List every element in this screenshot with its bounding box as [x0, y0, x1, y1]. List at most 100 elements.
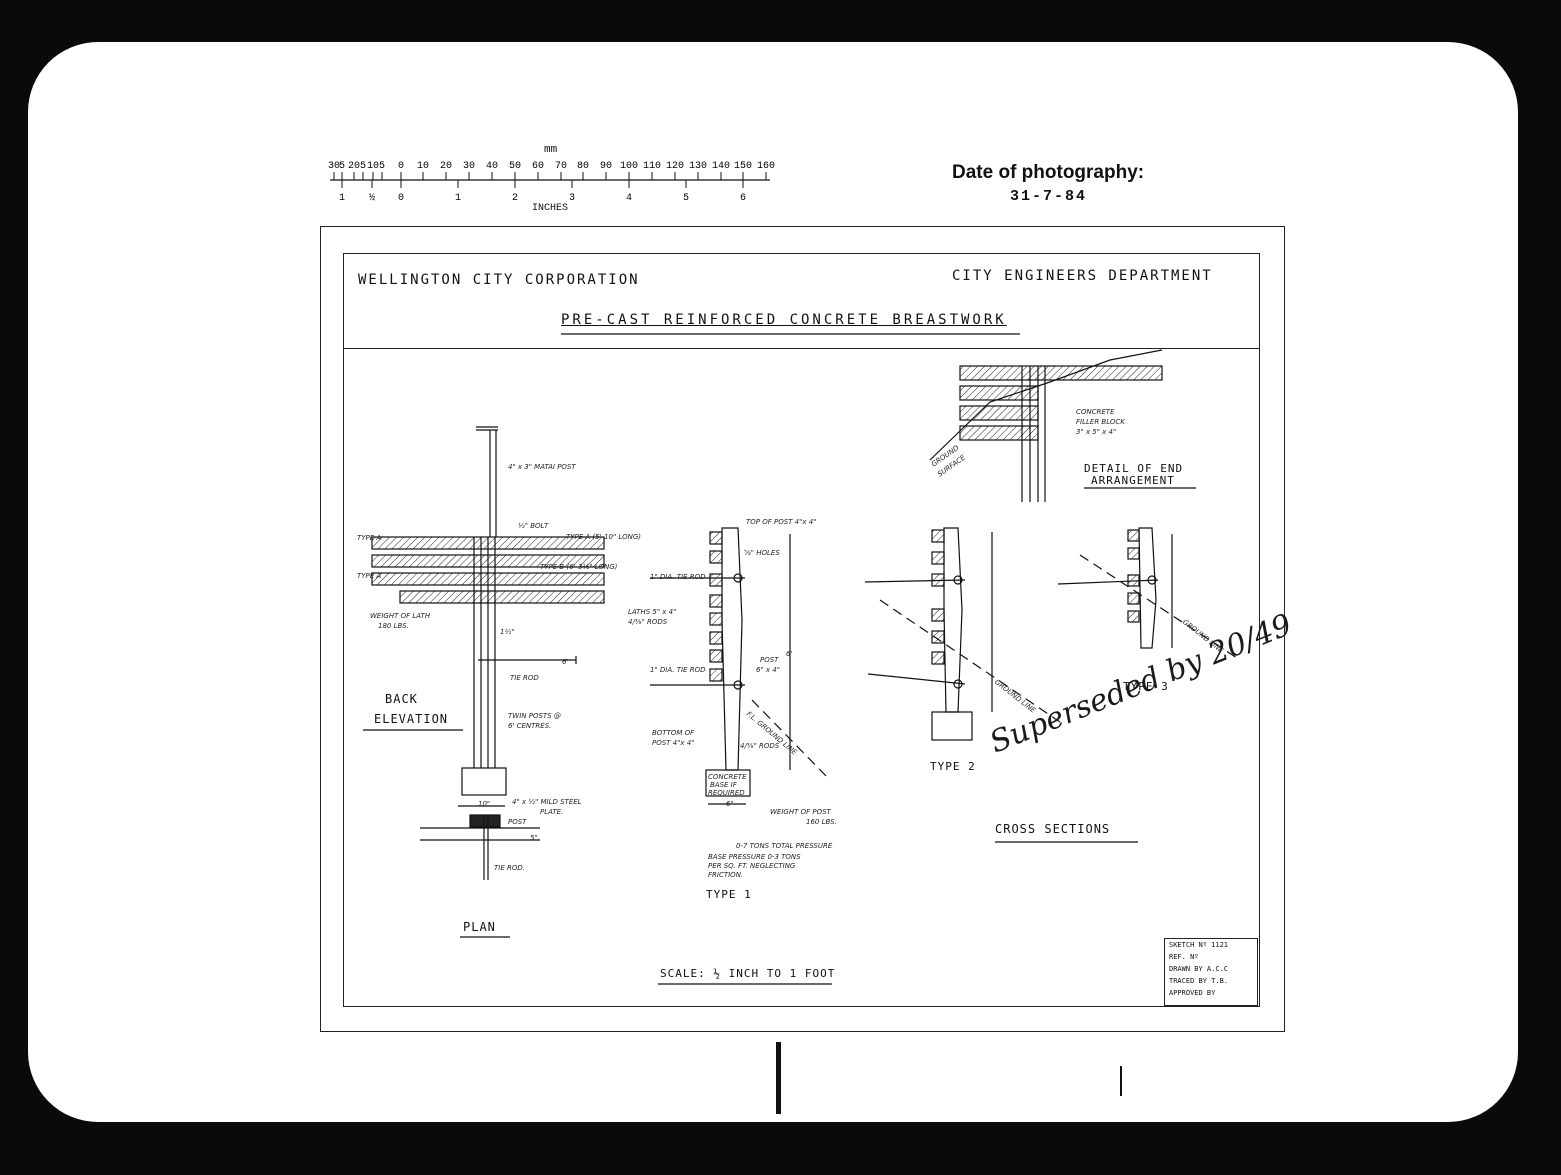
note-concrete-base: CONCRETE — [708, 773, 747, 781]
mm-tick-label: 140 — [712, 161, 730, 172]
note-half-inch: 1½" — [500, 628, 515, 636]
mm-tick-label: 160 — [757, 161, 775, 172]
note-post-size: 6" x 4" — [756, 666, 780, 674]
mm-tick-label: 80 — [577, 161, 589, 172]
department-name: CITY ENGINEERS DEPARTMENT — [952, 268, 1213, 284]
mm-tick-label: 30 — [463, 161, 475, 172]
note-filler-size: 3" x 5" x 4" — [1076, 428, 1117, 436]
mm-tick-label: 90 — [600, 161, 612, 172]
scale-unit-inches: INCHES — [532, 203, 569, 214]
type2-label: TYPE 2 — [930, 760, 976, 773]
note-rods: 4/⅜" RODS — [628, 618, 668, 626]
note-matai-post: 4" x 3" MATAI POST — [508, 463, 576, 471]
sketch-number: SKETCH Nº 1121 — [1169, 941, 1229, 949]
note-tie-rod: TIE ROD — [510, 674, 539, 682]
note-weight-lath: WEIGHT OF LATH — [370, 612, 431, 620]
back-elevation-label-1: BACK — [385, 692, 418, 706]
note-concrete-filler: CONCRETE — [1076, 408, 1115, 416]
mm-tick-label: 5 — [339, 161, 345, 172]
title-block-rule — [343, 348, 1260, 349]
sheet-info-box: SKETCH Nº 1121 REF. Nº DRAWN BY A.C.C TR… — [1164, 938, 1258, 1006]
note-filler-block: FILLER BLOCK — [1076, 418, 1125, 426]
scale-label: SCALE: ½ INCH TO 1 FOOT — [660, 967, 836, 980]
inch-tick-label: 0 — [398, 193, 404, 204]
film-edge-tick — [1120, 1066, 1122, 1096]
cross-sections-label: CROSS SECTIONS — [995, 822, 1111, 836]
note-post-plan: POST — [508, 818, 527, 826]
inch-tick-label: 3 — [569, 193, 575, 204]
plan-label: PLAN — [463, 920, 496, 934]
note-concrete-base-2: BASE IF — [710, 781, 737, 789]
note-bolt: ½" BOLT — [518, 522, 549, 530]
note-six-ft: 6' — [562, 658, 569, 666]
note-plate: PLATE. — [540, 808, 564, 816]
note-tie-rod-dia: 1" DIA. TIE ROD — [650, 573, 706, 581]
note-dim-6ft: 6' — [786, 650, 793, 658]
note-per-sq-ft: PER SQ. FT. NEGLECTING — [708, 862, 796, 870]
note-type-a-long: TYPE A (5'-10" LONG) — [566, 533, 642, 541]
type3-section-drawing — [1057, 527, 1241, 661]
inch-tick-label: 4 — [626, 193, 632, 204]
plan-drawing — [420, 805, 540, 880]
note-tie-rod-plan: TIE ROD. — [494, 864, 525, 872]
mm-tick-label: 110 — [643, 161, 661, 172]
inch-tick-label: 5 — [683, 193, 689, 204]
photo-card — [28, 42, 1518, 1122]
note-friction: FRICTION. — [708, 871, 744, 879]
mm-tick-label: 130 — [689, 161, 707, 172]
mm-tick-label: 70 — [555, 161, 567, 172]
mm-tick-label: 150 — [734, 161, 752, 172]
note-dim-5: 5" — [530, 834, 538, 842]
note-weight-post: WEIGHT OF POST — [770, 808, 831, 816]
mm-tick-label: 10 — [417, 161, 429, 172]
note-weight-lath-value: 180 LBS. — [378, 622, 409, 630]
detail-label-1: DETAIL OF END — [1084, 462, 1184, 475]
photo-date-value: 31-7-84 — [1010, 188, 1088, 205]
detail-label-2: ARRANGEMENT — [1091, 474, 1175, 487]
mm-tick-label: 60 — [532, 161, 544, 172]
mm-tick-label: 120 — [666, 161, 684, 172]
inch-tick-label: 2 — [512, 193, 518, 204]
inch-tick-label: ½ — [369, 192, 375, 204]
mm-tick-label: 20 — [348, 161, 360, 172]
end-detail-drawing — [929, 349, 1196, 502]
mm-tick-label: 20 — [440, 161, 452, 172]
note-holes: ⅝" HOLES — [744, 549, 780, 557]
mm-tick-label: 10 — [367, 161, 379, 172]
note-type-a-1: TYPE A — [357, 534, 382, 542]
type1-section-drawing — [650, 527, 831, 805]
note-mild-steel: 4" x ½" MILD STEEL — [512, 798, 582, 806]
drawn-by: DRAWN BY A.C.C — [1169, 965, 1229, 973]
note-concrete-base-3: REQUIRED — [708, 789, 745, 797]
mm-tick-label: 0 — [398, 161, 404, 172]
note-base-pressure: BASE PRESSURE 0-3 TONS — [708, 853, 801, 861]
mm-tick-label: 30 — [328, 161, 340, 172]
note-dim-10: 10" — [478, 800, 491, 808]
mm-tick-label: 100 — [620, 161, 638, 172]
type2-section-drawing — [864, 527, 1061, 741]
note-type-a-2: TYPE A — [357, 572, 382, 580]
type3-label: TYPE 3 — [1123, 680, 1169, 693]
inch-tick-label: 1 — [339, 193, 345, 204]
note-type-b-long: TYPE B (6'-3½" LONG) — [540, 563, 618, 571]
mm-tick-label: 40 — [486, 161, 498, 172]
sheet-inner-border — [343, 253, 1260, 1007]
note-top-of-post: TOP OF POST 4"x 4" — [746, 518, 817, 526]
film-edge-mark — [776, 1042, 781, 1114]
drawing-title: PRE-CAST REINFORCED CONCRETE BREASTWORK — [561, 312, 1007, 328]
type1-label: TYPE 1 — [706, 888, 752, 901]
note-tie-rod-dia-2: 1" DIA. TIE ROD — [650, 666, 706, 674]
back-elevation-label-2: ELEVATION — [374, 712, 449, 726]
scale-unit-mm: mm — [544, 144, 558, 156]
note-dim-6: 6" — [726, 800, 734, 808]
mm-tick-label: 50 — [509, 161, 521, 172]
photo-date-label: Date of photography: — [952, 162, 1145, 183]
traced-by: TRACED BY T.B. — [1169, 977, 1229, 985]
note-weight-post-value: 160 LBS. — [806, 818, 837, 826]
note-laths: LATHS 5" x 4" — [628, 608, 677, 616]
note-rods-2: 4/⅜" RODS — [740, 742, 780, 750]
label-underlines — [363, 333, 1138, 985]
inch-tick-label: 1 — [455, 193, 461, 204]
